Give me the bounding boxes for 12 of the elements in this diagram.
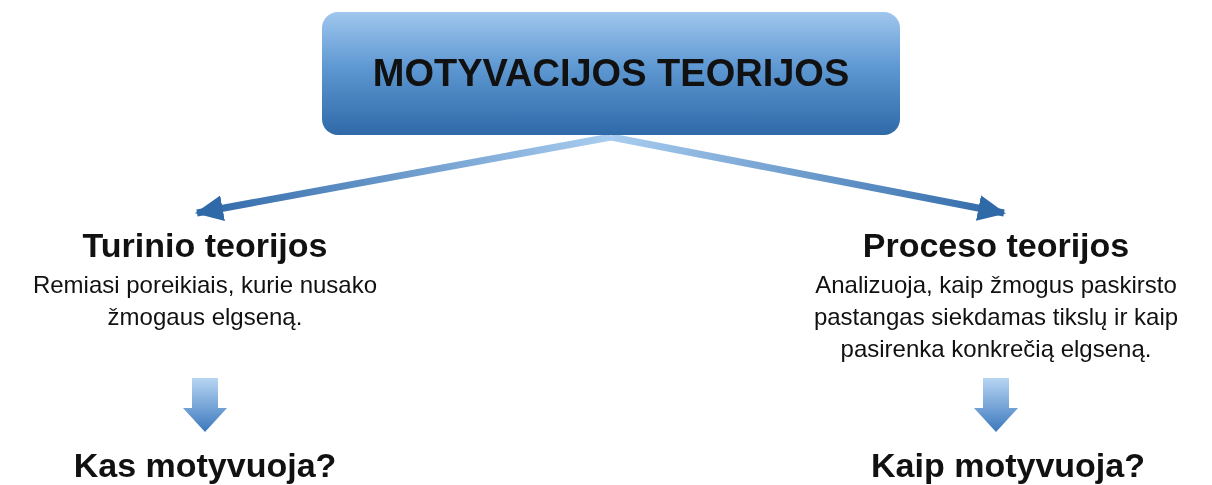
description-text: Remiasi poreikiais, kurie nusako žmogaus elgseną. xyxy=(31,270,379,332)
heading-text: Kas motyvuoja? xyxy=(72,445,338,485)
heading-text: Turinio teorijos xyxy=(81,225,329,265)
block-arrow xyxy=(183,378,227,432)
arrow xyxy=(610,133,1006,221)
block-arrow xyxy=(974,378,1018,432)
title-box xyxy=(322,12,900,135)
heading-text: Kaip motyvuoja? xyxy=(870,445,1146,485)
arrow xyxy=(195,133,612,222)
heading-text: Proceso teorijos xyxy=(861,225,1131,265)
description-text: Analizuoja, kaip žmogus paskirsto pastangas siekdamas tikslų ir kaip pasirenka konkrečią elgseną. xyxy=(812,270,1180,364)
title-text: MOTYVACIJOS TEORIJOS xyxy=(372,52,850,95)
